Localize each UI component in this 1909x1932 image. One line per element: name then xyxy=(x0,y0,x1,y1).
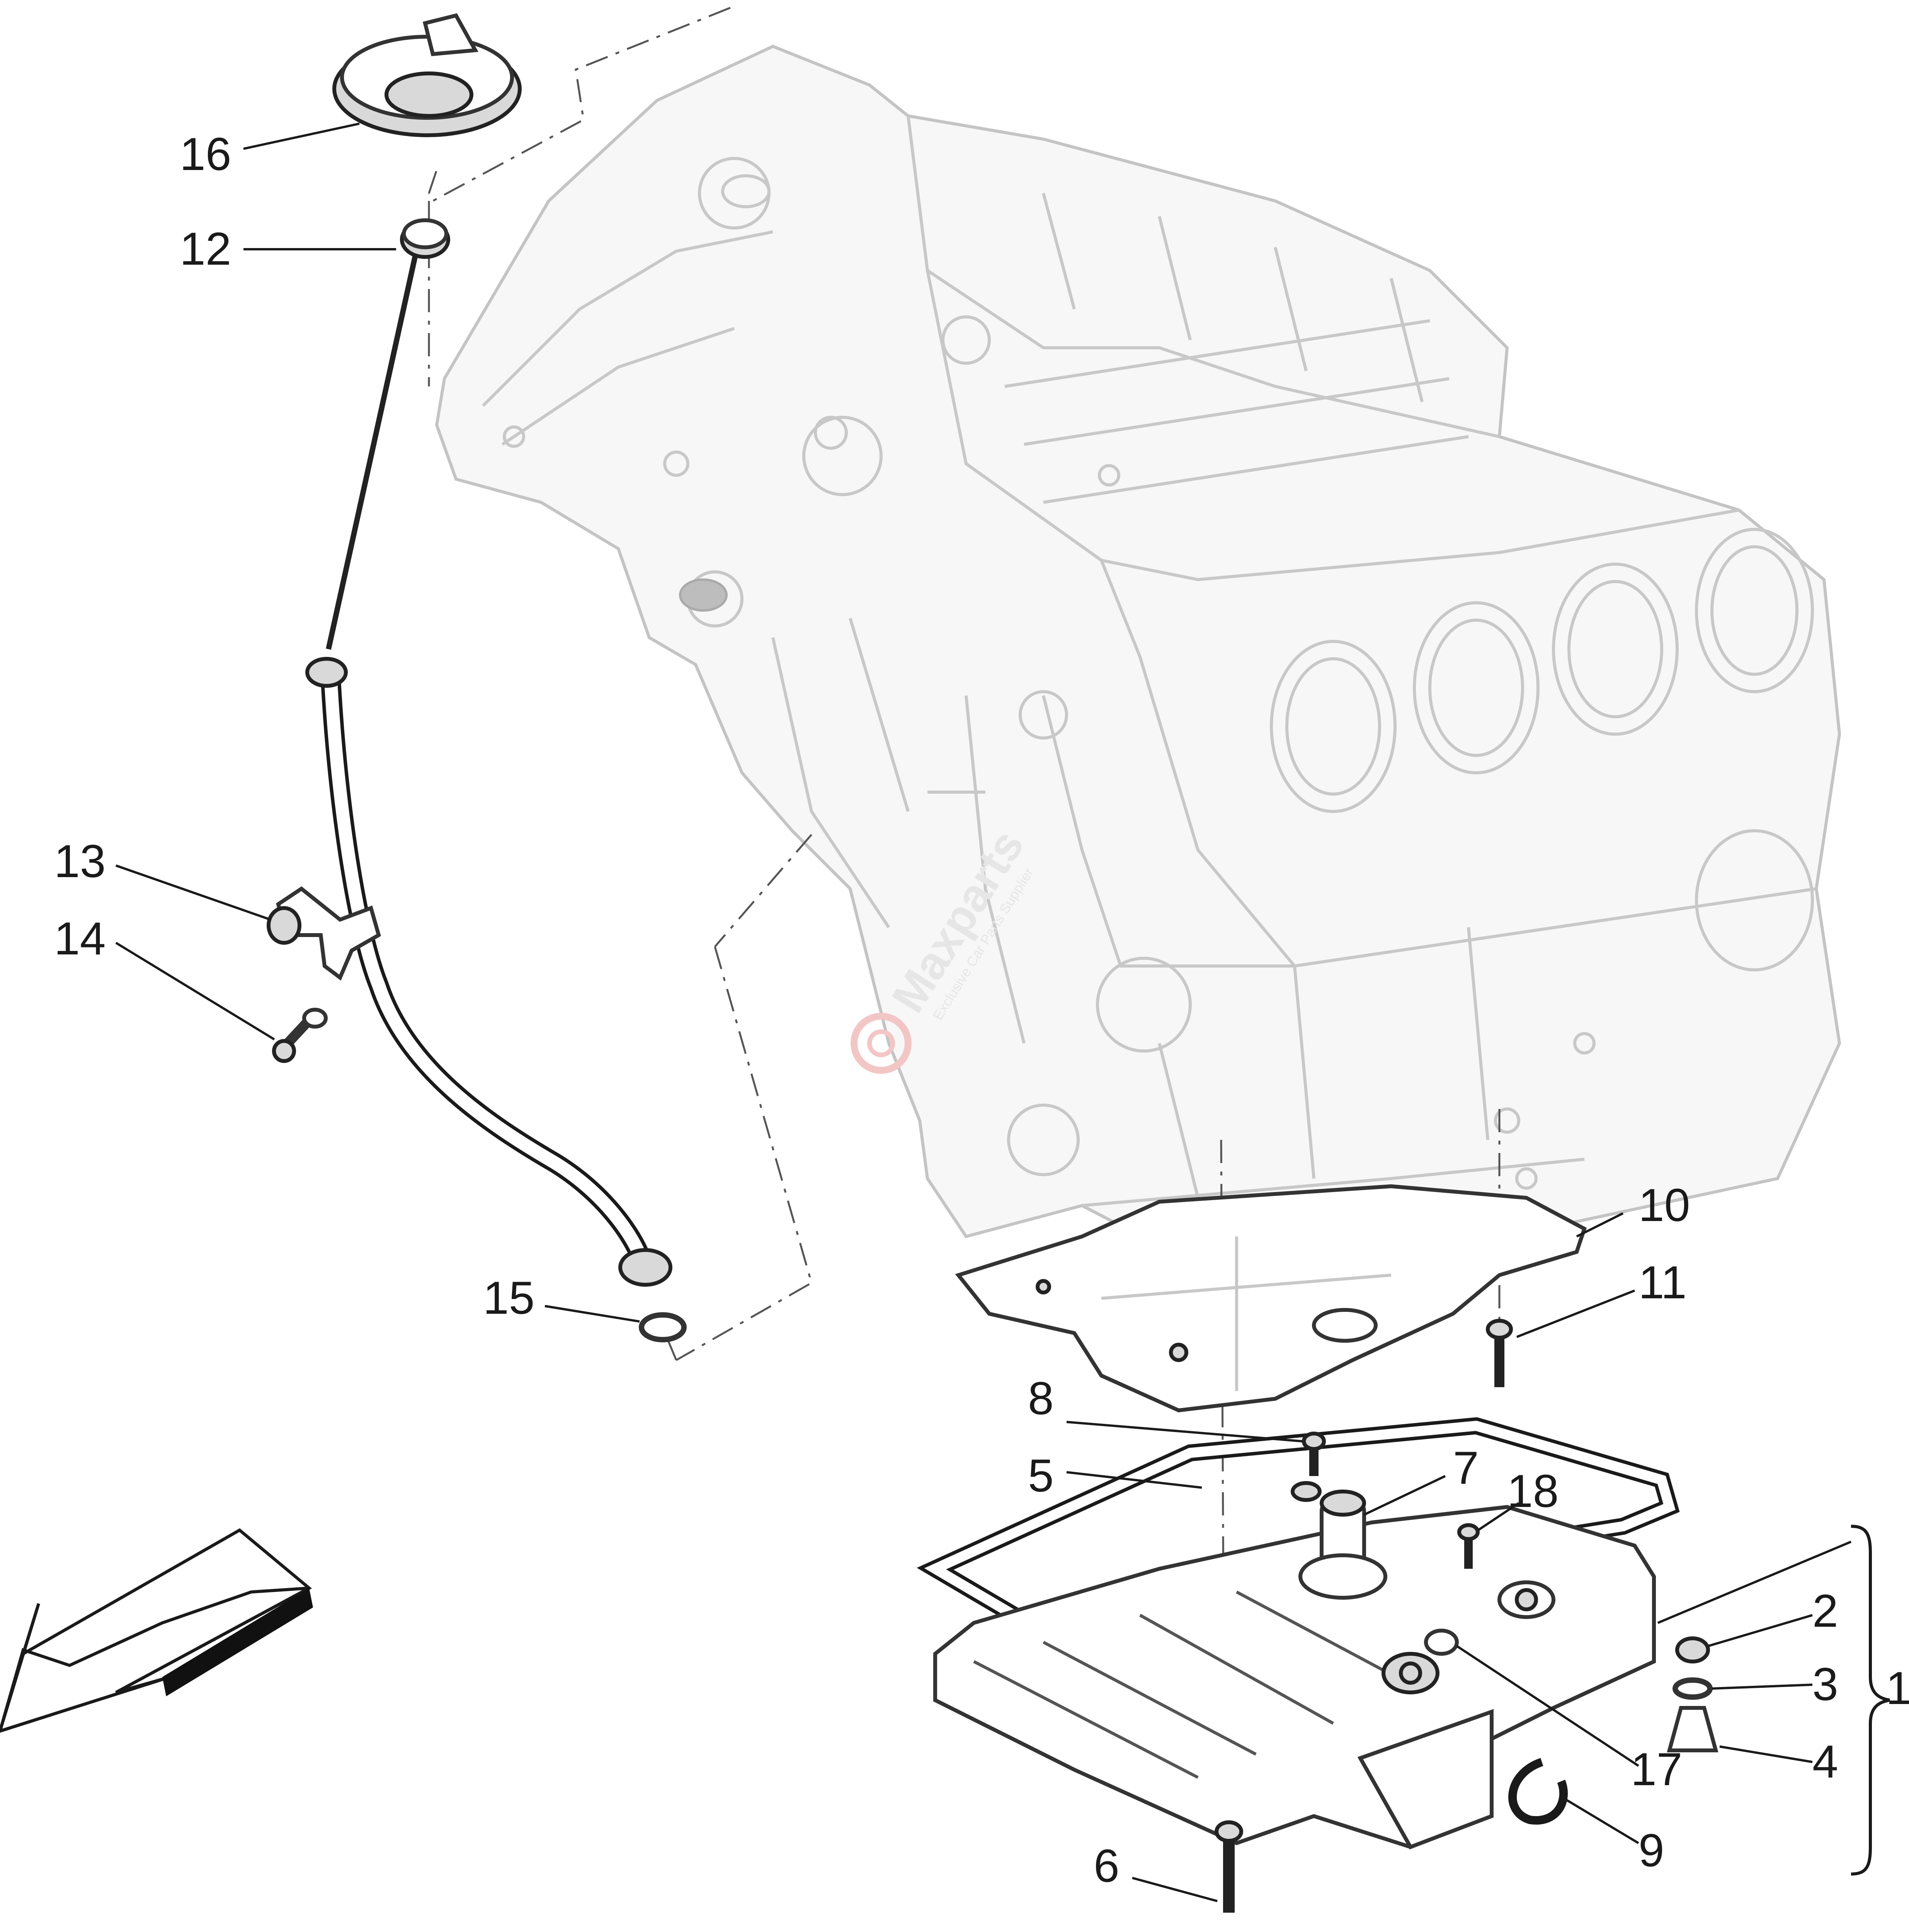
drain-plug-set xyxy=(1667,1636,1718,1752)
callout-12: 12 xyxy=(180,223,231,275)
oil-baffle-plate xyxy=(955,1184,1587,1413)
engine-block xyxy=(435,44,1841,1277)
callout-11: 11 xyxy=(1638,1257,1687,1308)
callout-15: 15 xyxy=(483,1272,534,1324)
callout-6: 6 xyxy=(1094,1840,1120,1892)
callout-4: 4 xyxy=(1812,1736,1838,1787)
callout-8: 8 xyxy=(1028,1372,1054,1424)
oil-level-sensor xyxy=(1291,1481,1387,1600)
baffle-bolt xyxy=(1486,1319,1513,1387)
callout-14: 14 xyxy=(54,913,105,964)
callout-17: 17 xyxy=(1631,1743,1682,1795)
callout-3: 3 xyxy=(1812,1658,1838,1710)
dipstick-handle xyxy=(400,218,450,259)
oil-pan xyxy=(933,1505,1656,1850)
dipstick-assembly xyxy=(267,13,687,1342)
snap-ring xyxy=(1508,1758,1568,1825)
callout-7: 7 xyxy=(1453,1442,1479,1494)
dipstick-bracket xyxy=(276,886,381,981)
leader-lines xyxy=(115,122,1852,1902)
callout-1: 1 xyxy=(1886,1662,1909,1714)
oil-filler-cap xyxy=(332,13,522,137)
callout-5: 5 xyxy=(1028,1450,1054,1502)
oil-pan-bolt xyxy=(1215,1820,1243,1913)
callout-labels: 16 12 13 14 15 10 11 8 5 7 18 1 2 3 4 17… xyxy=(54,128,1909,1892)
group-bracket xyxy=(1851,1525,1890,1876)
sensor-screw xyxy=(1302,1432,1326,1476)
callout-18: 18 xyxy=(1507,1465,1559,1517)
callout-13: 13 xyxy=(54,835,105,887)
callout-9: 9 xyxy=(1638,1825,1664,1876)
callout-16: 16 xyxy=(180,128,231,180)
front-direction-arrow xyxy=(0,1528,313,1733)
pressure-valve xyxy=(1424,1629,1459,1656)
pan-stud xyxy=(1457,1523,1480,1569)
callout-2: 2 xyxy=(1812,1585,1838,1637)
callout-10: 10 xyxy=(1638,1179,1690,1231)
